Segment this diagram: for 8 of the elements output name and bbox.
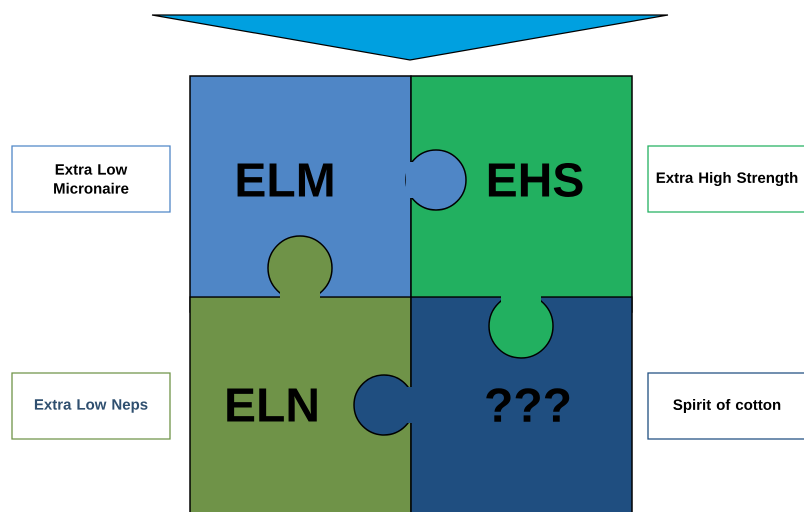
label-box: Spirit of cotton (647, 372, 804, 440)
piece-label: EHS (488, 163, 582, 197)
piece-label: ELM (238, 163, 332, 196)
label-box: Extra Low Neps (11, 372, 171, 440)
label-box: Extra High Strength (647, 145, 804, 213)
label-box: Extra Low Micronaire (11, 145, 171, 213)
piece-label: ??? (486, 388, 570, 422)
piece-label: ELN (227, 388, 317, 422)
